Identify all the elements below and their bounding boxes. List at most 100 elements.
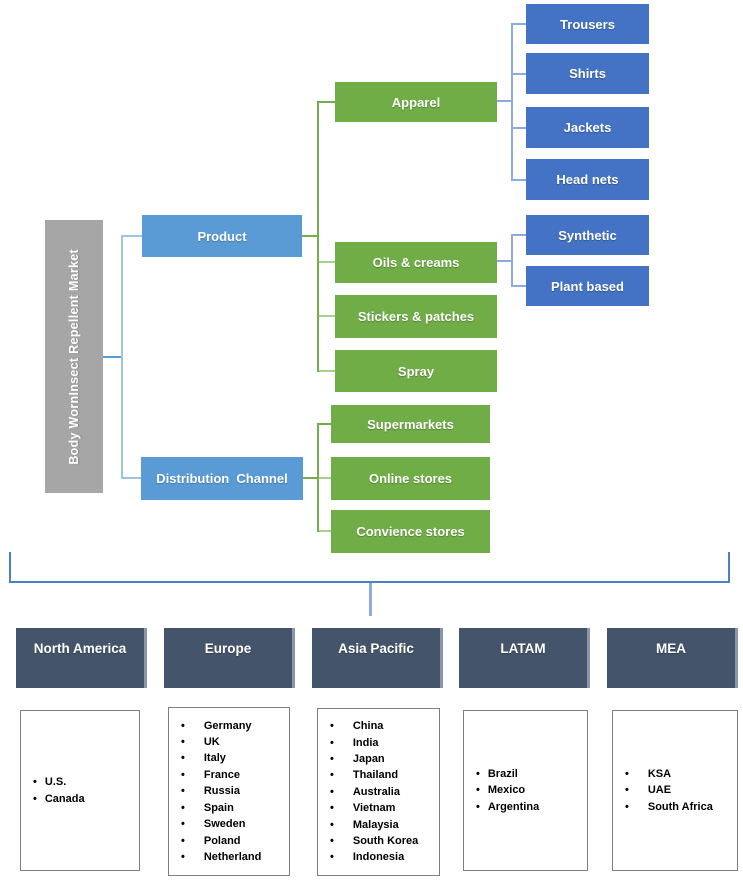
connector-distribution-vertical	[317, 423, 319, 532]
supermarkets-label: Supermarkets	[367, 416, 454, 432]
stickers-patches-node: Stickers & patches	[335, 295, 497, 338]
connector-oils-stub	[497, 260, 512, 262]
country-item: Thailand	[330, 767, 439, 783]
connector-to-stickers	[319, 315, 335, 317]
apparel-node: Apparel	[335, 82, 497, 122]
region-label-asia-pacific: Asia Pacific	[338, 641, 414, 656]
region-label-latam: LATAM	[500, 641, 546, 656]
shirts-node: Shirts	[526, 53, 649, 94]
country-list-asia-pacific: China India Japan Thailand Australia Vie…	[317, 708, 440, 876]
connector-to-online-stores	[319, 477, 331, 479]
country-list-latam: Brazil Mexico Argentina	[463, 710, 588, 871]
connector-level1-vertical	[121, 235, 123, 479]
trousers-node: Trousers	[526, 4, 649, 44]
country-item: Poland	[181, 833, 289, 849]
country-item: Germany	[181, 718, 289, 734]
country-item: U.S.	[33, 774, 139, 790]
country-item: UK	[181, 734, 289, 750]
plant-based-label: Plant based	[551, 278, 624, 294]
country-item: Japan	[330, 751, 439, 767]
region-label-north-america: North America	[33, 641, 127, 656]
connector-distribution-stub	[303, 477, 318, 479]
connector-to-synthetic	[513, 234, 526, 236]
country-item: Russia	[181, 783, 289, 799]
connector-to-spray	[319, 370, 335, 372]
spray-node: Spray	[335, 350, 497, 392]
oils-creams-node: Oils & creams	[335, 242, 497, 283]
region-label-mea: MEA	[656, 641, 686, 656]
online-stores-node: Online stores	[331, 457, 490, 500]
bracket-center-stem	[369, 583, 372, 616]
connector-product-vertical	[317, 101, 319, 372]
country-list-mea: KSA UAE South Africa	[612, 710, 738, 871]
connector-apparel-vertical	[511, 23, 513, 181]
region-header-europe: Europe	[164, 628, 295, 688]
synthetic-node: Synthetic	[526, 215, 649, 255]
jackets-label: Jackets	[563, 120, 612, 135]
country-item: Mexico	[476, 782, 587, 798]
root-market-node: Body WornInsect Repellent Market	[45, 220, 103, 493]
supermarkets-node: Supermarkets	[331, 405, 490, 443]
head-nets-label: Head nets	[556, 172, 619, 187]
region-header-north-america: North America	[16, 628, 147, 688]
shirts-label: Shirts	[569, 66, 606, 81]
country-item: Argentina	[476, 799, 587, 815]
bracket-left-tick	[9, 552, 11, 583]
online-stores-label: Online stores	[368, 471, 453, 486]
plant-based-node: Plant based	[526, 266, 649, 306]
country-item: KSA	[625, 766, 737, 782]
product-node: Product	[142, 215, 302, 257]
region-label-europe: Europe	[204, 641, 252, 656]
region-header-mea: MEA	[607, 628, 738, 688]
root-market-label: Body WornInsect Repellent Market	[67, 248, 81, 465]
trousers-label: Trousers	[560, 16, 615, 32]
country-item: South Africa	[625, 799, 737, 815]
convience-stores-label: Convience stores	[356, 524, 465, 539]
country-item: Canada	[33, 791, 139, 807]
bracket-horizontal	[9, 581, 730, 583]
region-header-asia-pacific: Asia Pacific	[312, 628, 443, 688]
product-label: Product	[197, 228, 247, 244]
oils-creams-label: Oils & creams	[372, 255, 460, 270]
connector-to-supermarkets	[319, 423, 331, 425]
connector-to-convience-stores	[319, 530, 331, 532]
connector-to-product	[123, 235, 142, 237]
stickers-patches-label: Stickers & patches	[357, 309, 475, 324]
country-item: Italy	[181, 750, 289, 766]
country-list-europe: Germany UK Italy France Russia Spain Swe…	[168, 707, 290, 876]
connector-to-headnets	[513, 179, 526, 181]
country-item: Netherland	[181, 849, 289, 865]
head-nets-node: Head nets	[526, 159, 649, 200]
jackets-node: Jackets	[526, 107, 649, 148]
apparel-label: Apparel	[391, 94, 441, 110]
convience-stores-node: Convience stores	[331, 510, 490, 553]
country-item: UAE	[625, 782, 737, 798]
region-header-latam: LATAM	[459, 628, 590, 688]
connector-root-stub	[103, 356, 122, 358]
country-item: Australia	[330, 784, 439, 800]
country-item: India	[330, 735, 439, 751]
connector-to-trousers	[513, 23, 526, 25]
country-item: Sweden	[181, 816, 289, 832]
country-list-north-america: U.S. Canada	[20, 710, 140, 871]
connector-to-shirts	[513, 73, 526, 75]
bracket-right-tick	[728, 552, 730, 583]
country-item: Indonesia	[330, 849, 439, 865]
country-item: France	[181, 767, 289, 783]
connector-to-apparel	[319, 101, 335, 103]
country-item: China	[330, 718, 439, 734]
connector-to-distribution	[123, 477, 141, 479]
country-item: Malaysia	[330, 817, 439, 833]
country-item: Brazil	[476, 766, 587, 782]
country-item: Spain	[181, 800, 289, 816]
connector-to-jackets	[513, 127, 526, 129]
synthetic-label: Synthetic	[558, 227, 617, 243]
connector-to-oils	[319, 261, 335, 263]
connector-oils-vertical	[511, 234, 513, 287]
connector-product-stub	[302, 235, 318, 237]
connector-apparel-stub	[497, 100, 512, 102]
country-item: Vietnam	[330, 800, 439, 816]
connector-to-plant-based	[513, 285, 526, 287]
spray-label: Spray	[397, 363, 435, 379]
